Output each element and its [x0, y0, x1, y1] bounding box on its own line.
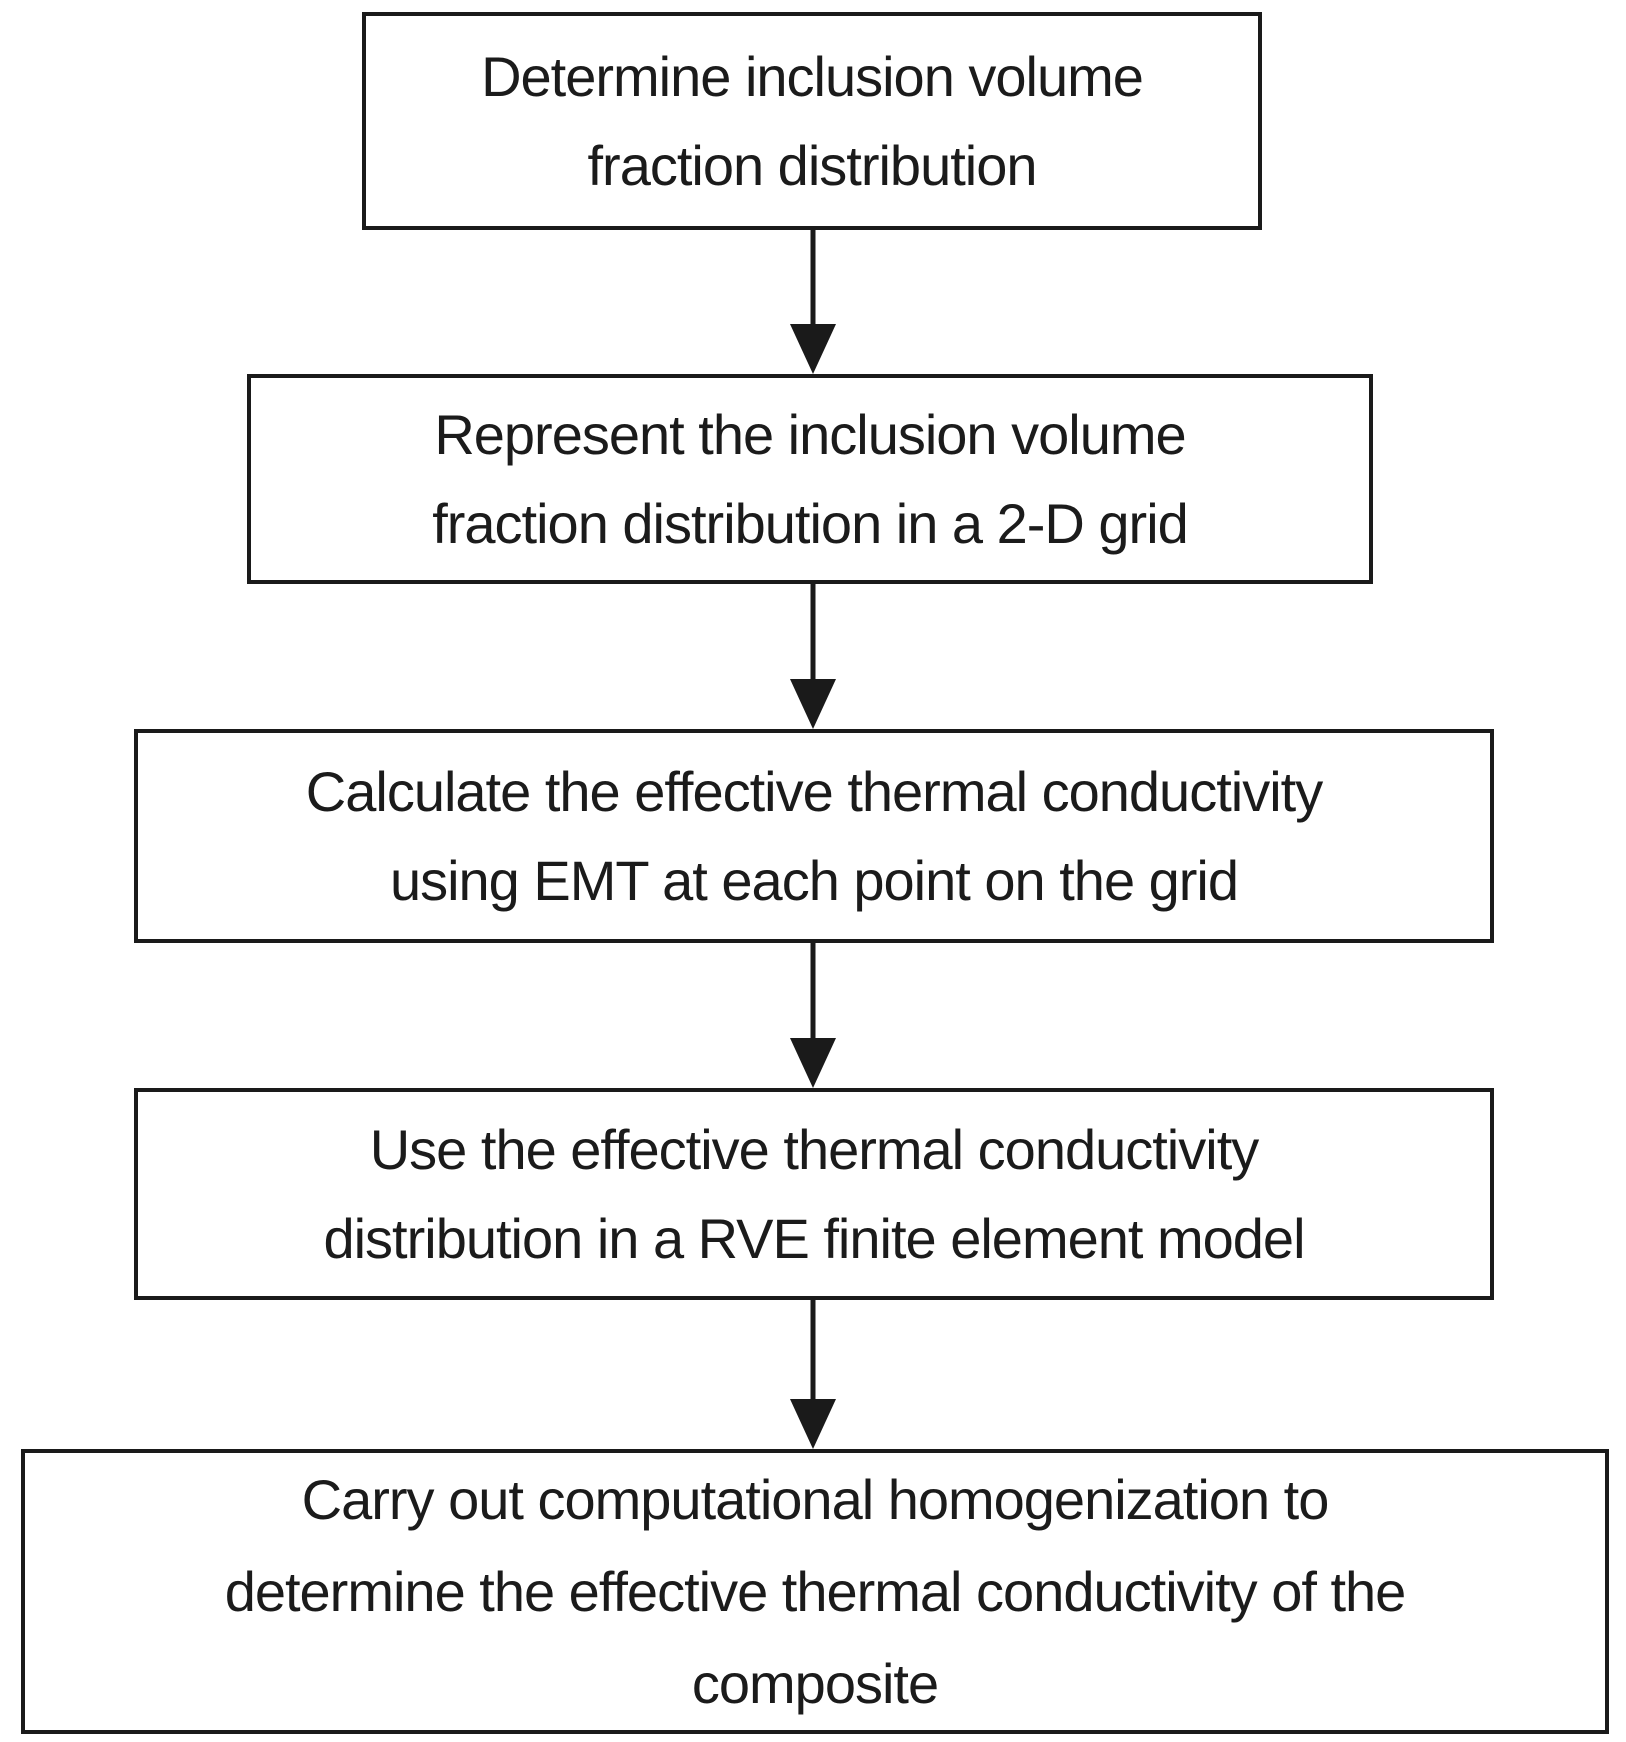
- flow-step-calculate-emt: Calculate the effective thermal conducti…: [134, 729, 1494, 943]
- arrow-shaft: [810, 943, 816, 1048]
- step-text-line: using EMT at each point on the grid: [389, 849, 1239, 912]
- arrow-head-icon: [790, 1399, 836, 1449]
- step-text-line: determine the effective thermal conducti…: [224, 1559, 1407, 1623]
- flow-arrow-3: [790, 943, 836, 1088]
- step-text-line: composite: [691, 1651, 939, 1715]
- arrow-shaft: [810, 584, 816, 689]
- step-text-line: distribution in a RVE finite element mod…: [323, 1207, 1305, 1270]
- flow-arrow-4: [790, 1300, 836, 1449]
- flow-arrow-2: [790, 584, 836, 729]
- step-text-line: fraction distribution in a 2-D grid: [432, 492, 1189, 555]
- flow-arrow-1: [790, 230, 836, 374]
- flow-step-computational-homogenization: Carry out computational homogenization t…: [21, 1449, 1609, 1734]
- arrow-head-icon: [790, 1038, 836, 1088]
- step-text-line: Calculate the effective thermal conducti…: [305, 760, 1323, 823]
- step-text-line: Use the effective thermal conductivity: [369, 1118, 1260, 1181]
- flow-step-use-rve-fe-model: Use the effective thermal conductivity d…: [134, 1088, 1494, 1300]
- arrow-head-icon: [790, 324, 836, 374]
- flow-step-determine-volume-fraction: Determine inclusion volume fraction dist…: [362, 12, 1262, 230]
- step-text-line: Represent the inclusion volume: [434, 403, 1186, 466]
- step-text-line: Carry out computational homogenization t…: [301, 1467, 1330, 1531]
- arrow-shaft: [810, 1300, 816, 1409]
- step-text-line: fraction distribution: [587, 134, 1037, 197]
- arrow-shaft: [810, 230, 816, 334]
- arrow-head-icon: [790, 679, 836, 729]
- flow-step-represent-2d-grid: Represent the inclusion volume fraction …: [247, 374, 1373, 584]
- step-text-line: Determine inclusion volume: [481, 45, 1144, 108]
